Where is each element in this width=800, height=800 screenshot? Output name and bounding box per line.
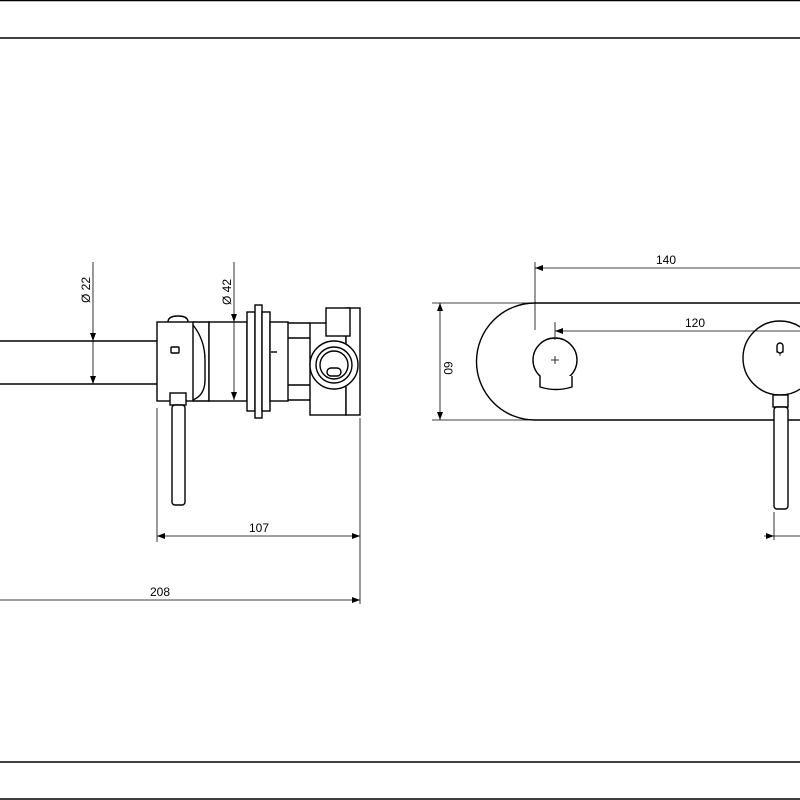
dim-lever-width [764,512,800,540]
front-view: 140 120 60 [432,253,800,540]
lever-handle [169,392,187,506]
spout-outlet [532,337,578,391]
total-length-label: 208 [150,585,170,599]
plate-height-label: 60 [441,361,455,375]
mixer-handle-front [742,320,800,510]
dia-flange-label: Ø 42 [220,279,234,305]
spout-pipe [0,340,158,385]
side-view: Ø 22 Ø 42 107 208 [0,262,361,604]
dim-dia-22: Ø 22 [79,262,96,384]
mixer-body [156,304,289,419]
back-plate [475,302,800,421]
dim-208: 208 [0,585,360,603]
dim-107: 107 [156,408,361,604]
dim-140: 140 [534,253,800,330]
valve-cartridge [288,307,361,416]
dim-dia-42: Ø 42 [220,262,237,400]
handle-spacing-label: 120 [685,316,705,330]
depth-label: 107 [249,521,269,535]
dim-120: 120 [554,316,800,340]
dim-60: 60 [432,302,535,421]
dia-pipe-label: Ø 22 [79,277,93,303]
plate-width-label: 140 [656,253,676,267]
